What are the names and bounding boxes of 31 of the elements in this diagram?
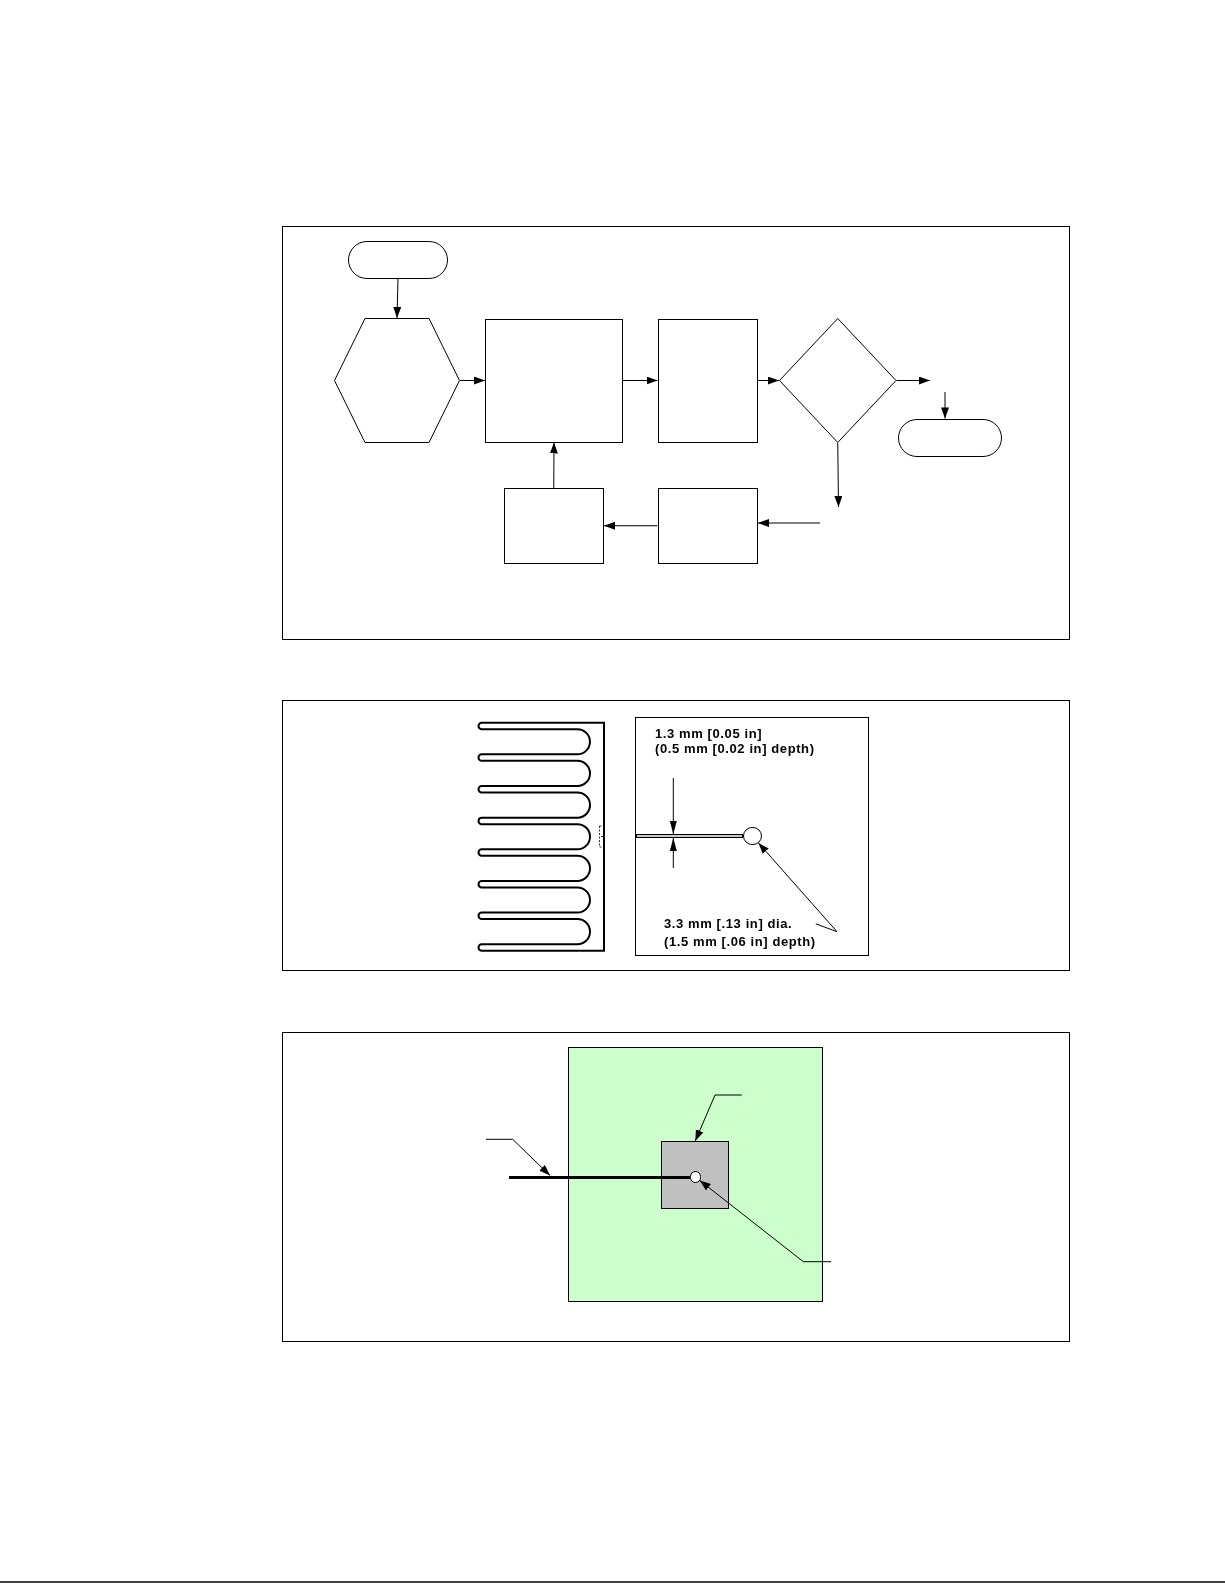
arrow: [459, 376, 486, 385]
leader-line: [694, 1094, 743, 1142]
arrow: [757, 376, 780, 385]
detail-view-frame: [635, 717, 869, 956]
arrow: [603, 521, 658, 530]
wire: [509, 1175, 690, 1179]
process-box: [503, 488, 604, 564]
arrow: [622, 376, 658, 385]
arrow: [393, 278, 402, 319]
arrow: [896, 376, 931, 385]
leader-line: [485, 1138, 551, 1176]
process-box: [657, 488, 758, 564]
process-box: [485, 318, 623, 443]
terminator-shape: [348, 241, 448, 279]
leader-line: [757, 842, 838, 933]
center-square: [661, 1141, 730, 1210]
decision-diamond: [779, 318, 897, 443]
process-box: [657, 318, 758, 443]
plate-area: [568, 1047, 823, 1303]
hole-circle: [689, 1171, 701, 1183]
groove-slot: [636, 834, 743, 838]
leader-line: [699, 1180, 832, 1263]
callout-text: 3.3 mm [.13 in] dia. (1.5 mm [.06 in] depth): [664, 914, 816, 951]
hole-circle: [743, 826, 762, 846]
dimension-label: 1.3 mm [0.05 in] (0.5 mm [0.02 in] depth): [655, 725, 815, 756]
hexagon-shape: [334, 318, 460, 443]
arrow: [549, 442, 558, 489]
arrow: [757, 519, 821, 527]
arrow: [941, 391, 949, 419]
arrow: [834, 442, 843, 508]
terminator-shape: [897, 418, 1002, 457]
